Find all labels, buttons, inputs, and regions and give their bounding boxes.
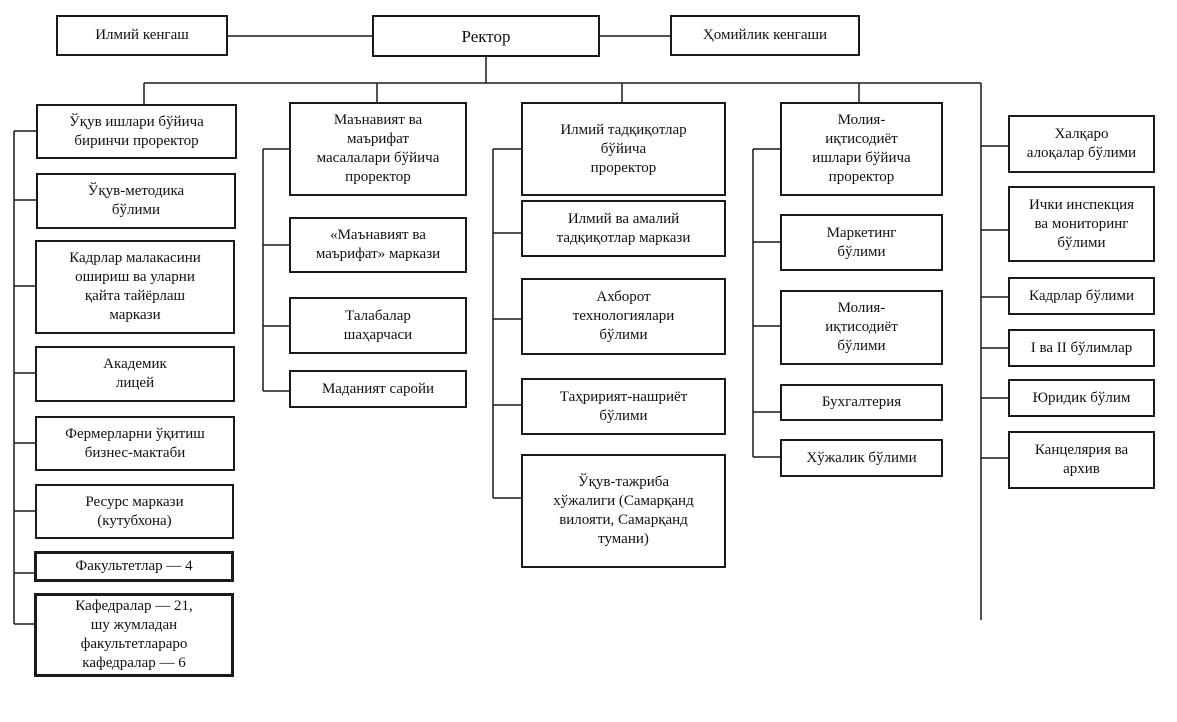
farmers-business-school-box: Фермерларни ўқитиш бизнес-мактаби xyxy=(35,416,235,471)
research-center-box: Илмий ва амалий тадқиқотлар маркази xyxy=(521,200,726,257)
departments-box: Кафедралар — 21, шу жумладан факультетла… xyxy=(34,593,234,677)
finance-vice-rector-box: Молия- иқтисодиёт ишлари бўйича проректо… xyxy=(780,102,943,196)
culture-palace-box: Маданият саройи xyxy=(289,370,467,408)
chancellery-archive-box: Канцелярия ва архив xyxy=(1008,431,1155,489)
publishing-dept-box: Таҳририят-нашриёт бўлими xyxy=(521,378,726,435)
household-dept-box: Хўжалик бўлими xyxy=(780,439,943,477)
training-farm-box: Ўқув-тажриба хўжалиги (Самарқанд вилояти… xyxy=(521,454,726,568)
international-relations-box: Халқаро алоқалар бўлими xyxy=(1008,115,1155,173)
spiritual-vice-rector-box: Маънавият ва маърифат масалалари бўйича … xyxy=(289,102,467,196)
resource-center-box: Ресурс маркази (кутубхона) xyxy=(35,484,234,539)
academic-lyceum-box: Академик лицей xyxy=(35,346,235,402)
accounting-box: Бухгалтерия xyxy=(780,384,943,421)
trustee-council-box: Ҳомийлик кенгаши xyxy=(670,15,860,56)
first-second-dept-box: I ва II бўлимлар xyxy=(1008,329,1155,367)
teaching-methods-dept-box: Ўқув-методика бўлими xyxy=(36,173,236,229)
student-campus-box: Талабалар шаҳарчаси xyxy=(289,297,467,354)
staff-training-center-box: Кадрлар малакасини ошириш ва уларни қайт… xyxy=(35,240,235,334)
scientific-council-box: Илмий кенгаш xyxy=(56,15,228,56)
finance-economics-dept-box: Молия- иқтисодиёт бўлими xyxy=(780,290,943,365)
spiritual-center-box: «Маънавият ва маърифат» маркази xyxy=(289,217,467,273)
internal-inspection-box: Ички инспекция ва мониторинг бўлими xyxy=(1008,186,1155,262)
it-dept-box: Ахборот технологиялари бўлими xyxy=(521,278,726,355)
research-vice-rector-box: Илмий тадқиқотлар бўйича проректор xyxy=(521,102,726,196)
marketing-dept-box: Маркетинг бўлими xyxy=(780,214,943,271)
personnel-dept-box: Кадрлар бўлими xyxy=(1008,277,1155,315)
legal-dept-box: Юридик бўлим xyxy=(1008,379,1155,417)
rector-box: Ректор xyxy=(372,15,600,57)
first-vice-rector-box: Ўқув ишлари бўйича биринчи проректор xyxy=(36,104,237,159)
faculties-box: Факультетлар — 4 xyxy=(34,551,234,582)
